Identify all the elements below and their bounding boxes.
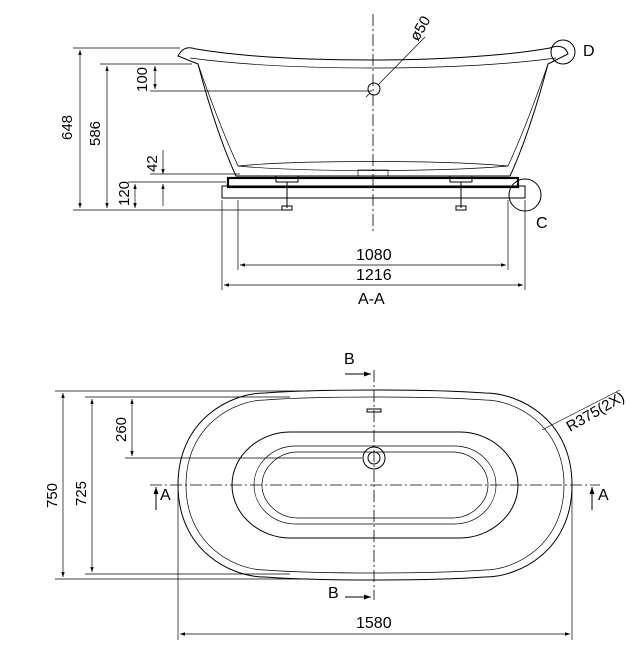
adjustable-foot-left xyxy=(275,175,299,211)
dim-phi50: ø50 xyxy=(407,13,435,44)
section-title-aa: A-A xyxy=(358,291,385,308)
dim-1216: 1216 xyxy=(356,267,392,284)
radius-label: R375(2X) xyxy=(564,389,628,436)
plan-view: B B A A R375(2X) 750 725 260 1580 xyxy=(44,351,628,640)
dim-260: 260 xyxy=(113,417,130,442)
overflow-leader-b xyxy=(365,92,371,98)
dim-100: 100 xyxy=(134,67,151,92)
section-a-right: A xyxy=(598,487,609,504)
dim-725: 725 xyxy=(73,481,90,506)
tub-outer-profile xyxy=(177,45,569,177)
adjustable-foot-right xyxy=(449,175,473,211)
overflow-hole xyxy=(367,82,381,96)
tub-bowl-bottom xyxy=(253,445,497,525)
drain-outlet xyxy=(357,169,389,177)
dim-648: 648 xyxy=(59,115,76,140)
radius-leader xyxy=(541,389,621,431)
dim-1080: 1080 xyxy=(356,247,392,264)
section-b-top: B xyxy=(344,351,355,368)
detail-circle-d xyxy=(550,39,576,65)
dim-120: 120 xyxy=(116,181,133,206)
dim-586: 586 xyxy=(87,121,104,146)
tub-bowl-top xyxy=(231,431,519,539)
base-frame xyxy=(226,176,520,189)
dim-750: 750 xyxy=(44,483,61,508)
tub-rim xyxy=(189,57,557,69)
detail-label-d: D xyxy=(583,43,595,60)
dim-42: 42 xyxy=(144,155,161,172)
dim-1580: 1580 xyxy=(356,615,392,632)
overflow-leader xyxy=(377,36,426,86)
tub-inner-profile xyxy=(197,63,549,167)
tub-floor xyxy=(237,165,509,171)
tub-bowl-floor xyxy=(261,451,489,519)
section-a-left: A xyxy=(160,487,171,504)
side-view: D C ø50 648 586 100 42 120 1080 1216 xyxy=(59,13,595,308)
section-b-bottom: B xyxy=(328,585,339,602)
detail-label-c: C xyxy=(536,215,548,232)
